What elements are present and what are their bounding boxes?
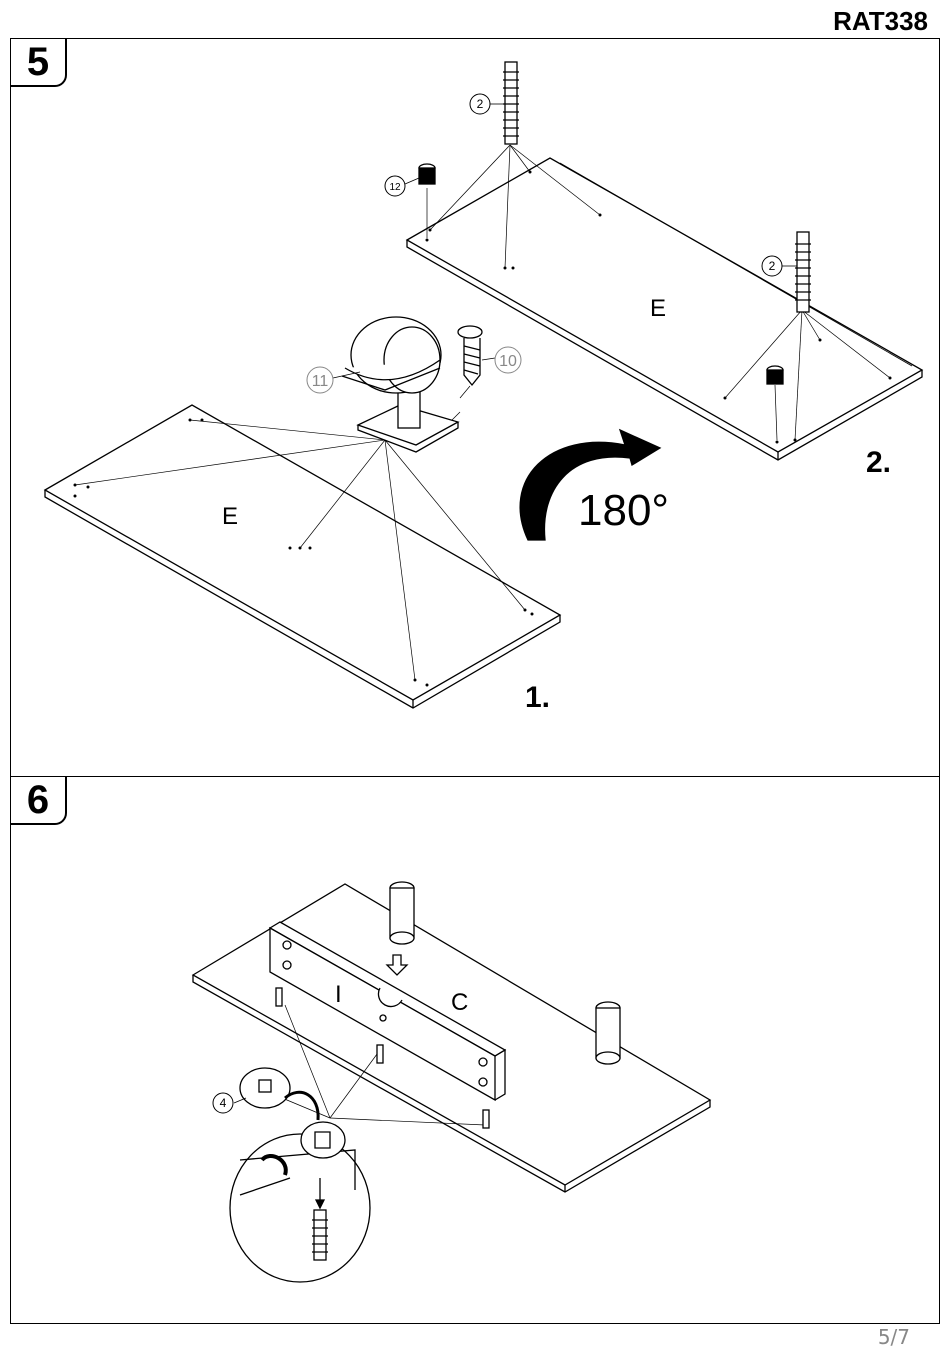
panel-e-bottom	[45, 405, 560, 708]
substep-2: 2.	[866, 446, 891, 479]
panel-label-e-top: E	[650, 295, 666, 322]
panel-label-c: C	[451, 989, 468, 1016]
dowel-2-left	[503, 62, 519, 144]
cam-lock-4	[240, 1068, 318, 1120]
caster-wheel	[342, 317, 458, 452]
detail-zoom	[230, 1122, 370, 1282]
dowel-2-right	[795, 232, 811, 312]
substep-1: 1.	[525, 681, 550, 714]
screw-10	[452, 326, 482, 420]
callout-2a: 2	[477, 97, 484, 111]
page-number: 5/7	[878, 1325, 910, 1349]
callout-2b: 2	[769, 259, 776, 273]
callout-4: 4	[220, 1096, 227, 1110]
cam-nut-12-left	[419, 164, 435, 184]
callout-12: 12	[389, 182, 401, 193]
callout-10: 10	[499, 353, 517, 370]
cam-nut-12-right	[767, 366, 783, 384]
callout-11: 11	[312, 373, 329, 390]
rotation-label: 180°	[578, 486, 669, 535]
panel-label-i: I	[335, 981, 342, 1008]
panel-label-e-bottom: E	[222, 503, 238, 530]
